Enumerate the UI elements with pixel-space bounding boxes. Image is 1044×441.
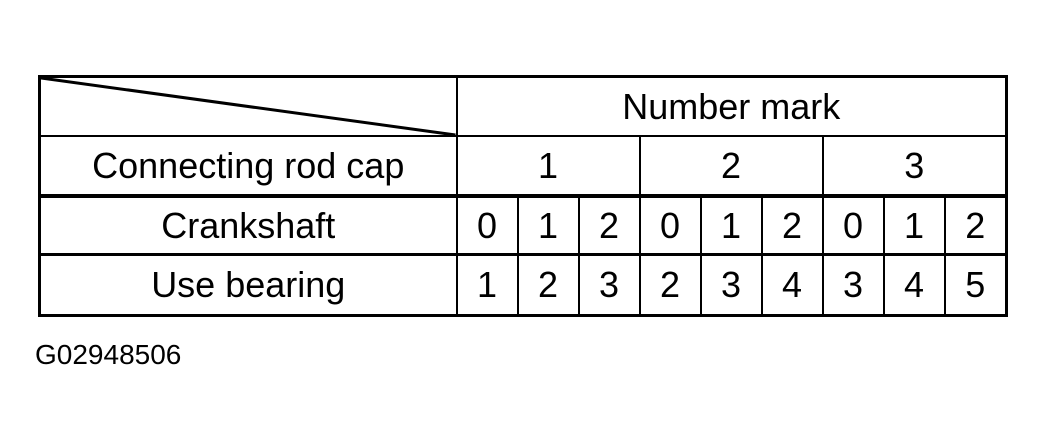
table-row-crankshaft: Crankshaft 0 1 2 0 1 2 0 1 2	[38, 194, 1008, 256]
table-row-use-bearing: Use bearing 1 2 3 2 3 4 3 4 5	[38, 253, 1008, 317]
crankshaft-mark-cell: 0	[455, 194, 519, 256]
use-bearing-cell: 3	[821, 253, 885, 317]
use-bearing-cell: 4	[882, 253, 946, 317]
crankshaft-mark-cell: 1	[516, 194, 580, 256]
use-bearing-cell: 4	[760, 253, 824, 317]
crankshaft-mark-cell: 0	[821, 194, 885, 256]
crankshaft-mark-cell: 2	[577, 194, 641, 256]
rod-cap-mark-cell: 1	[455, 135, 641, 197]
table-row-header: Number mark	[38, 75, 1008, 137]
row-label-connecting-rod-cap: Connecting rod cap	[38, 135, 458, 197]
crankshaft-mark-cell: 1	[699, 194, 763, 256]
use-bearing-cell: 3	[577, 253, 641, 317]
crankshaft-mark-cell: 1	[882, 194, 946, 256]
rod-cap-mark-cell: 3	[821, 135, 1008, 197]
row-label-crankshaft: Crankshaft	[38, 194, 458, 256]
use-bearing-cell: 5	[943, 253, 1008, 317]
table-row-rod-cap: Connecting rod cap 1 2 3	[38, 135, 1008, 197]
use-bearing-cell: 2	[638, 253, 702, 317]
crankshaft-mark-cell: 0	[638, 194, 702, 256]
bearing-selection-table: Number mark Connecting rod cap 1 2 3 Cra…	[38, 75, 1009, 317]
use-bearing-cell: 2	[516, 253, 580, 317]
diagonal-divider-line	[41, 78, 456, 135]
diagonal-corner-cell	[38, 75, 458, 137]
crankshaft-mark-cell: 2	[760, 194, 824, 256]
use-bearing-cell: 3	[699, 253, 763, 317]
bearing-selection-figure: Number mark Connecting rod cap 1 2 3 Cra…	[35, 75, 1009, 371]
row-label-use-bearing: Use bearing	[38, 253, 458, 317]
number-mark-header: Number mark	[455, 75, 1008, 137]
rod-cap-mark-cell: 2	[638, 135, 824, 197]
crankshaft-mark-cell: 2	[943, 194, 1008, 256]
use-bearing-cell: 1	[455, 253, 519, 317]
figure-id-caption: G02948506	[35, 339, 182, 370]
